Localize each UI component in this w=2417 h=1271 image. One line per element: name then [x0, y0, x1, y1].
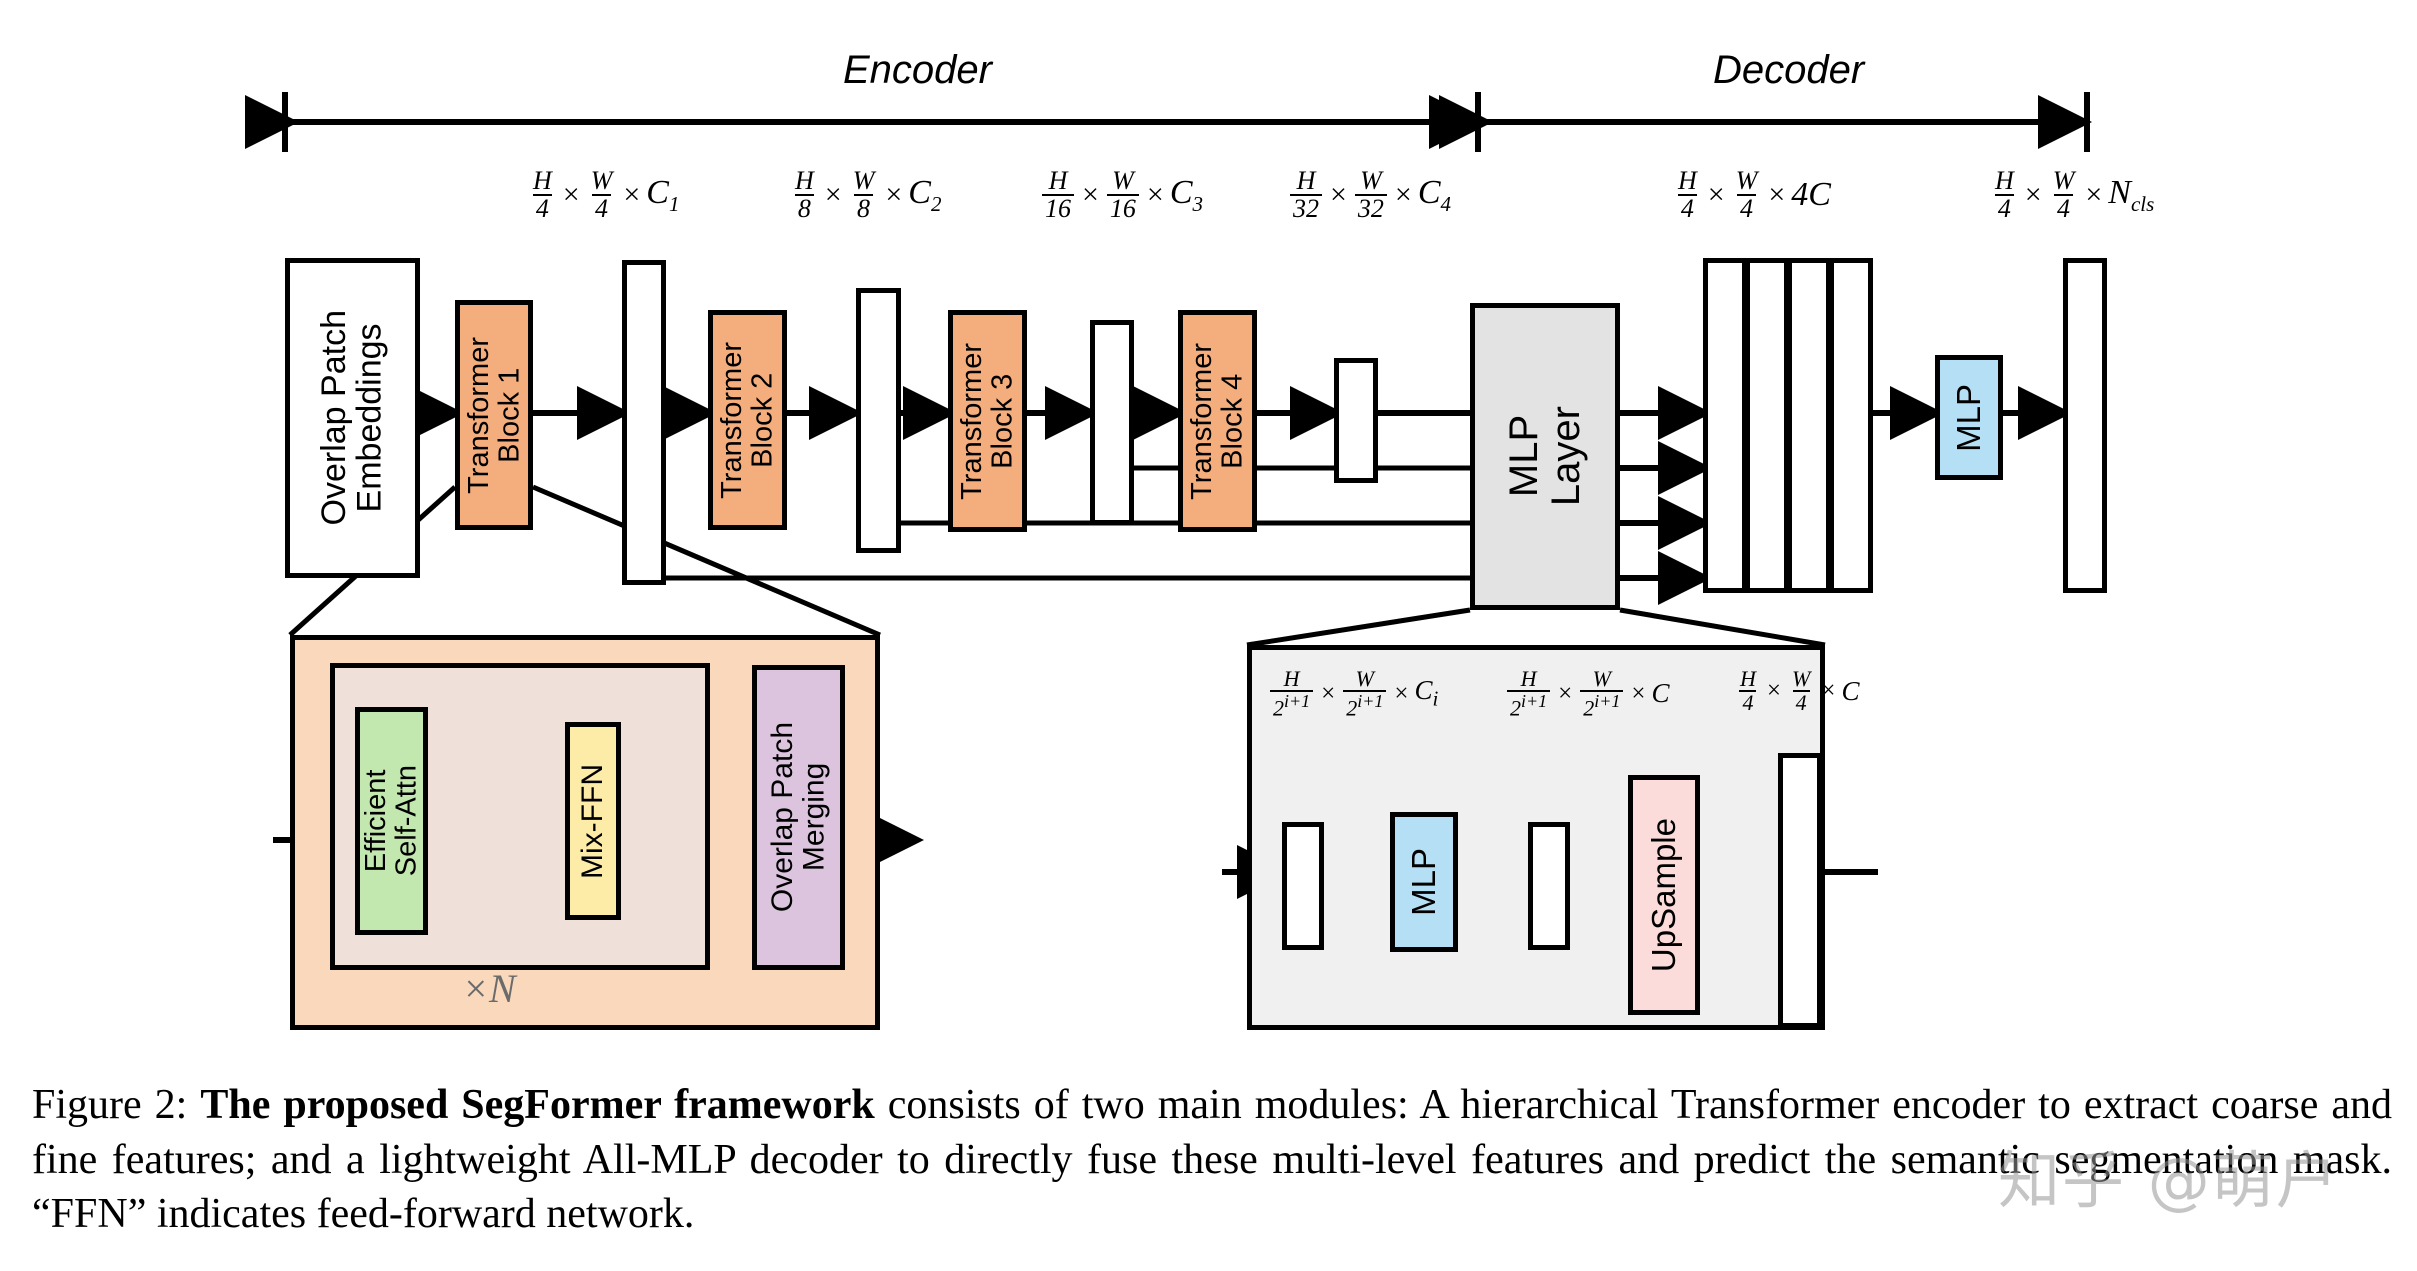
mix-ffn-block: Mix-FFN [565, 722, 621, 920]
mlp-layer-block: MLP Layer [1470, 303, 1620, 610]
mlp-detail-output-bar [1778, 753, 1822, 1028]
feature-bar-stage-4 [1334, 358, 1378, 483]
caption-bold: The proposed SegFormer framework [200, 1082, 875, 1128]
efficient-self-attn-block: Efficient Self-Attn [355, 707, 428, 935]
transformer-block-1: Transformer Block 1 [455, 300, 533, 530]
feature-bar-stage-2 [856, 288, 901, 553]
mlp-detail-dim-label-2: H 2i+1 × W 2i+1 × C [1505, 668, 1670, 719]
transformer-block-4: Transformer Block 4 [1178, 310, 1257, 532]
caption-prefix: Figure 2: [32, 1082, 201, 1128]
decoder-fused-bar-1 [1703, 258, 1747, 593]
transformer-block-2: Transformer Block 2 [708, 310, 787, 530]
transformer-block-3: Transformer Block 3 [948, 310, 1027, 532]
decoder-section-label: Decoder [1713, 48, 1865, 92]
caption-rest: consists of two main modules: A hierarch… [32, 1082, 2393, 1238]
mlp-detail-mid-bar [1528, 822, 1570, 950]
decoder-mlp-block: MLP [1935, 355, 2003, 480]
feature-bar-stage-1 [622, 260, 666, 585]
decoder-output-bar [2063, 258, 2107, 593]
overlap-patch-merging-block: Overlap Patch Merging [752, 665, 845, 970]
decoder-fused-bar-4 [1829, 258, 1873, 593]
figure-caption: Figure 2: The proposed SegFormer framewo… [32, 1078, 2392, 1242]
mlp-detail-mlp-block: MLP [1390, 812, 1458, 952]
decoder-fused-bar-3 [1787, 258, 1831, 593]
mlp-detail-dim-label-1: H 2i+1 × W 2i+1 × Ci [1268, 668, 1438, 719]
decoder-fused-bar-2 [1745, 258, 1789, 593]
repeat-n-label: ×N [462, 966, 516, 1011]
mlp-detail-dim-label-3: H 4 × W 4 × C [1739, 666, 1860, 715]
upsample-block: UpSample [1628, 775, 1700, 1015]
mlp-detail-input-bar [1282, 822, 1324, 950]
feature-bar-stage-3 [1090, 320, 1134, 525]
encoder-section-label: Encoder [843, 48, 992, 92]
overlap-patch-embeddings-block: Overlap Patch Embeddings [285, 258, 420, 578]
